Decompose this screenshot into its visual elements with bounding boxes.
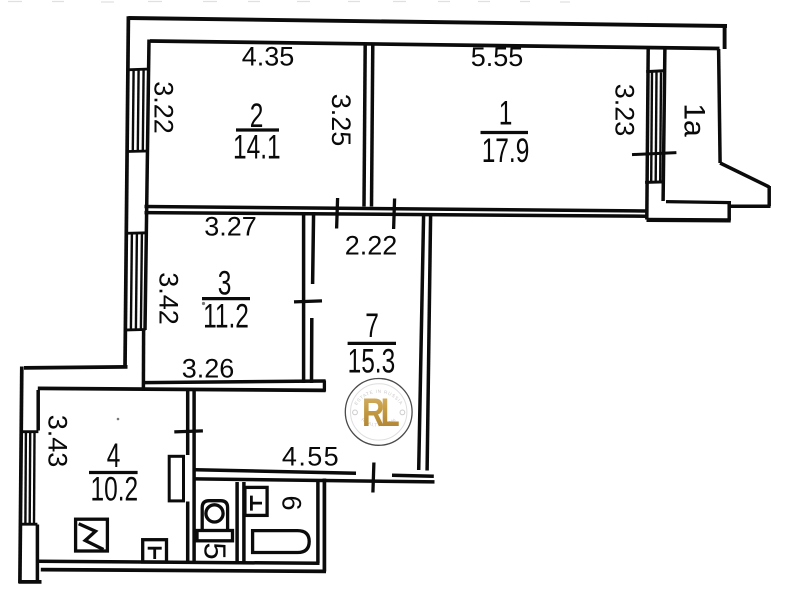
svg-text:1: 1 [499, 95, 513, 133]
svg-text:3: 3 [218, 265, 232, 303]
svg-text:3.43: 3.43 [43, 415, 73, 468]
svg-text:3.27: 3.27 [204, 212, 257, 242]
svg-text:3.42: 3.42 [154, 272, 184, 325]
svg-text:1а: 1а [678, 103, 711, 137]
svg-text:4: 4 [107, 437, 121, 475]
svg-text:2.22: 2.22 [345, 231, 398, 261]
svg-text:4.55: 4.55 [282, 442, 340, 472]
svg-text:15.3: 15.3 [348, 343, 396, 381]
svg-text:3.25: 3.25 [326, 94, 356, 147]
svg-text:4.35: 4.35 [242, 42, 295, 72]
svg-text:3.26: 3.26 [182, 354, 235, 384]
svg-text:14.1: 14.1 [233, 129, 281, 167]
svg-text:11.2: 11.2 [203, 298, 249, 336]
svg-text:5: 5 [198, 542, 233, 559]
svg-text:6: 6 [277, 495, 307, 510]
svg-text:3.22: 3.22 [149, 81, 179, 134]
svg-text:17.9: 17.9 [482, 132, 530, 170]
svg-text:5.55: 5.55 [471, 42, 524, 72]
svg-text:3.23: 3.23 [610, 84, 640, 137]
svg-text:10.2: 10.2 [90, 471, 138, 509]
svg-text:7: 7 [365, 307, 379, 345]
svg-text:RL: RL [362, 390, 399, 435]
svg-text:2: 2 [250, 97, 264, 135]
